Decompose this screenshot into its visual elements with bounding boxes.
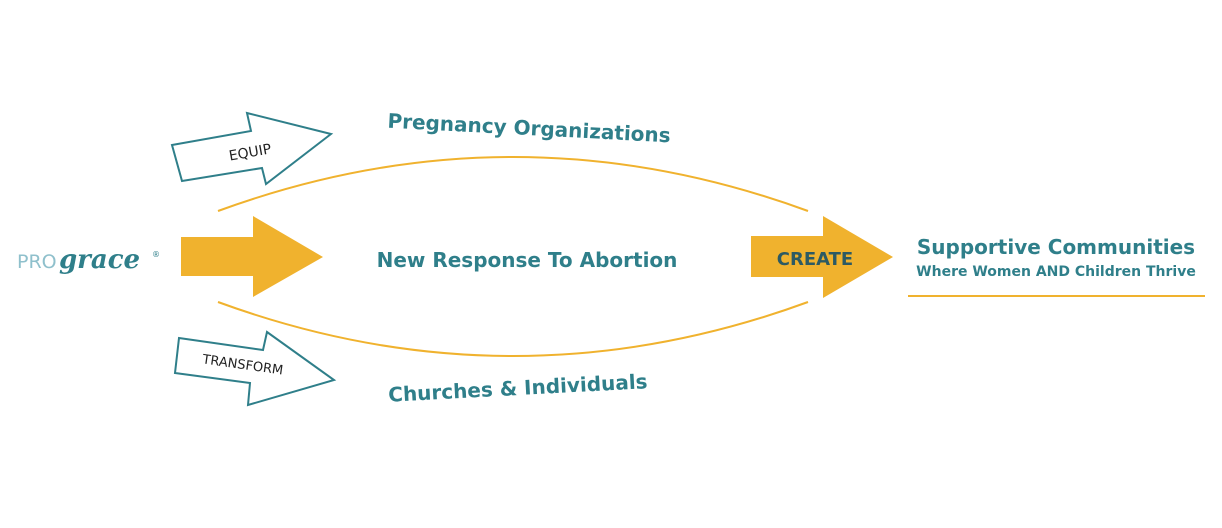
prograce-logo: PRO grace ® — [17, 245, 160, 275]
create-label: CREATE — [777, 249, 853, 270]
transform-arrow: TRANSFORM — [173, 330, 337, 407]
create-arrow-icon — [751, 216, 893, 298]
equip-label: EQUIP — [228, 141, 273, 164]
outcome-subtitle: Where Women AND Children Thrive — [916, 264, 1196, 280]
label-pregnancy-organizations: Pregnancy Organizations — [387, 109, 671, 148]
equip-arrow: EQUIP — [170, 111, 334, 186]
logo-registered-mark: ® — [152, 250, 160, 259]
equip-arrow-icon — [170, 111, 334, 186]
label-churches-individuals: Churches & Individuals — [388, 369, 648, 407]
logo-grace: grace — [59, 245, 140, 275]
bottom-curve — [217, 301, 809, 357]
label-new-response: New Response To Abortion — [377, 248, 678, 272]
outcome-title: Supportive Communities — [917, 235, 1195, 259]
main-arrow-icon — [181, 216, 323, 297]
transform-arrow-icon — [173, 330, 337, 407]
logo-pro: PRO — [17, 251, 57, 273]
top-curve — [217, 156, 809, 212]
create-arrow: CREATE — [751, 216, 893, 298]
